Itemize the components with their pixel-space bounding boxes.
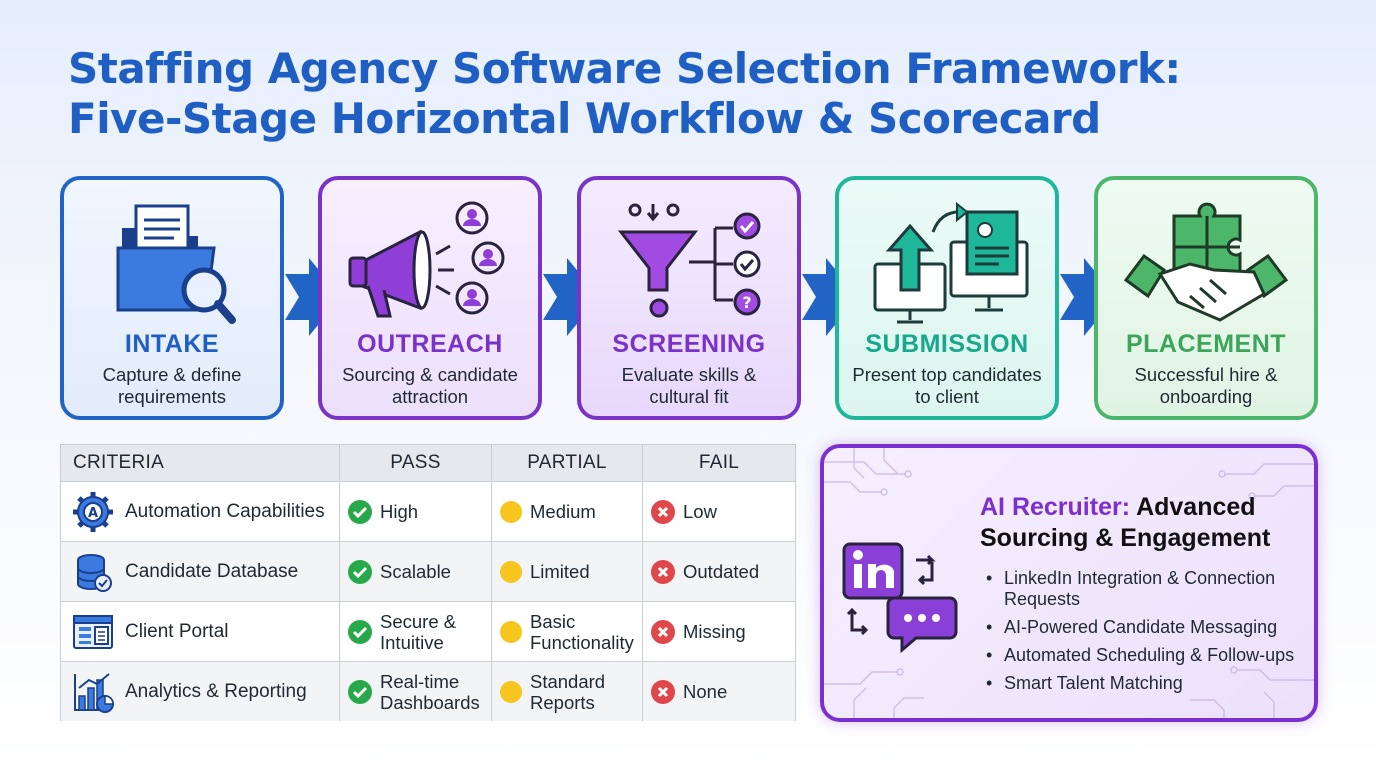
table-row: A Automation Capabilities High Medium Lo…	[61, 481, 795, 541]
criteria-label: Client Portal	[125, 620, 229, 642]
criteria-cell: Candidate Database	[61, 542, 340, 601]
header-pass: PASS	[340, 445, 492, 481]
header-fail: FAIL	[698, 452, 740, 473]
bar-chart-icon	[74, 672, 114, 713]
header-partial: PARTIAL	[492, 445, 643, 481]
stage-outreach: OUTREACH Sourcing & candidate attraction	[318, 176, 542, 420]
partial-value: Basic Functionality	[530, 610, 634, 653]
funnel-checklist-icon: ?	[617, 203, 761, 318]
x-icon	[651, 559, 675, 584]
table-row: Client Portal Secure & Intuitive Basic F…	[61, 601, 795, 661]
svg-text:A: A	[88, 506, 98, 521]
fail-value: None	[683, 681, 728, 702]
criteria-cell: Analytics & Reporting	[61, 662, 340, 721]
gear-automation-icon: A	[73, 491, 113, 532]
check-icon	[348, 619, 372, 644]
folder-search-icon	[116, 204, 236, 324]
linkedin-chat-icon	[842, 542, 958, 654]
partial-dot-icon	[500, 500, 522, 523]
check-icon	[348, 679, 372, 704]
pass-cell: Scalable	[340, 542, 492, 601]
partial-cell: Basic Functionality	[492, 602, 643, 661]
pass-cell: High	[340, 482, 492, 541]
arrow-right-icon	[802, 258, 858, 336]
fail-cell: None	[643, 662, 795, 721]
partial-value: Standard Reports	[530, 670, 606, 713]
ai-recruiter-panel: AI Recruiter: Advanced Sourcing & Engage…	[820, 444, 1318, 722]
check-icon	[348, 559, 372, 584]
x-icon	[651, 499, 675, 524]
fail-value: Missing	[683, 621, 746, 642]
list-item: Automated Scheduling & Follow-ups	[986, 645, 1306, 666]
stage-name: SCREENING	[612, 330, 766, 358]
stage-description: Sourcing & candidate attraction	[342, 364, 518, 407]
x-icon	[651, 619, 675, 644]
check-icon	[348, 499, 372, 524]
stage-placement: PLACEMENT Successful hire & onboarding	[1094, 176, 1318, 420]
fail-value: Outdated	[683, 561, 760, 582]
list-item: LinkedIn Integration & Connection Reques…	[986, 568, 1306, 610]
table-header-row: CRITERIA PASS PARTIAL FAIL	[61, 445, 795, 481]
browser-portal-icon	[73, 614, 113, 649]
criteria-cell: Client Portal	[61, 602, 340, 661]
page-title: Staffing Agency Software Selection Frame…	[68, 44, 1308, 144]
partial-cell: Standard Reports	[492, 662, 643, 721]
partial-cell: Limited	[492, 542, 643, 601]
stage-name: OUTREACH	[357, 330, 503, 358]
arrow-right-icon	[285, 258, 341, 336]
svg-text:?: ?	[742, 293, 751, 312]
stage-screening: ? SCREENING Evaluate skills & cultural f…	[577, 176, 801, 420]
header-criteria: CRITERIA	[61, 445, 340, 481]
database-check-icon	[77, 553, 112, 592]
fail-cell: Low	[643, 482, 795, 541]
partial-dot-icon	[500, 560, 522, 583]
list-item: Smart Talent Matching	[986, 673, 1306, 694]
fail-cell: Outdated	[643, 542, 795, 601]
scorecard-table: CRITERIA PASS PARTIAL FAIL A Automation …	[60, 444, 796, 721]
list-item: AI-Powered Candidate Messaging	[986, 617, 1306, 638]
title-line-2: Five-Stage Horizontal Workflow & Scoreca…	[68, 94, 1101, 143]
ai-panel-title: AI Recruiter: Advanced Sourcing & Engage…	[980, 492, 1300, 554]
pass-value: High	[380, 501, 419, 522]
pass-cell: Secure & Intuitive	[340, 602, 492, 661]
criteria-cell: A Automation Capabilities	[61, 482, 340, 541]
ai-title-highlight: AI Recruiter:	[980, 493, 1131, 521]
stage-name: SUBMISSION	[865, 330, 1029, 358]
stage-name: PLACEMENT	[1125, 330, 1287, 358]
partial-value: Limited	[530, 561, 590, 582]
monitor-upload-icon	[873, 201, 1029, 324]
criteria-label: Candidate Database	[125, 560, 299, 582]
criteria-label: Analytics & Reporting	[125, 680, 307, 702]
criteria-label: Automation Capabilities	[125, 500, 325, 522]
fail-cell: Missing	[643, 602, 795, 661]
pass-cell: Real-time Dashboards	[340, 662, 492, 721]
stage-name: INTAKE	[124, 330, 220, 358]
stage-intake: INTAKE Capture & define requirements	[60, 176, 284, 420]
stage-description: Present top candidates to client	[852, 364, 1042, 407]
fail-value: Low	[683, 501, 717, 522]
partial-dot-icon	[500, 620, 522, 643]
table-row: Analytics & Reporting Real-time Dashboar…	[61, 661, 795, 721]
stage-description: Evaluate skills & cultural fit	[621, 364, 757, 407]
ai-title-rest: Advanced Sourcing & Engagement	[980, 493, 1271, 552]
table-row: Candidate Database Scalable Limited Outd…	[61, 541, 795, 601]
stage-description: Successful hire & onboarding	[1134, 364, 1278, 407]
handshake-puzzle-icon	[1123, 202, 1289, 322]
partial-value: Medium	[530, 501, 596, 522]
arrow-right-icon	[1060, 258, 1116, 336]
pass-value: Real-time Dashboards	[380, 670, 480, 713]
pass-value: Scalable	[380, 561, 451, 582]
ai-feature-list: LinkedIn Integration & Connection Reques…	[986, 568, 1306, 701]
stage-submission: SUBMISSION Present top candidates to cli…	[835, 176, 1059, 420]
pass-value: Secure & Intuitive	[380, 610, 457, 653]
partial-cell: Medium	[492, 482, 643, 541]
x-icon	[651, 679, 675, 704]
arrow-right-icon	[543, 258, 599, 336]
partial-dot-icon	[500, 680, 522, 703]
megaphone-people-icon	[348, 201, 505, 318]
title-line-1: Staffing Agency Software Selection Frame…	[68, 44, 1181, 93]
stage-description: Capture & define requirements	[102, 364, 242, 407]
